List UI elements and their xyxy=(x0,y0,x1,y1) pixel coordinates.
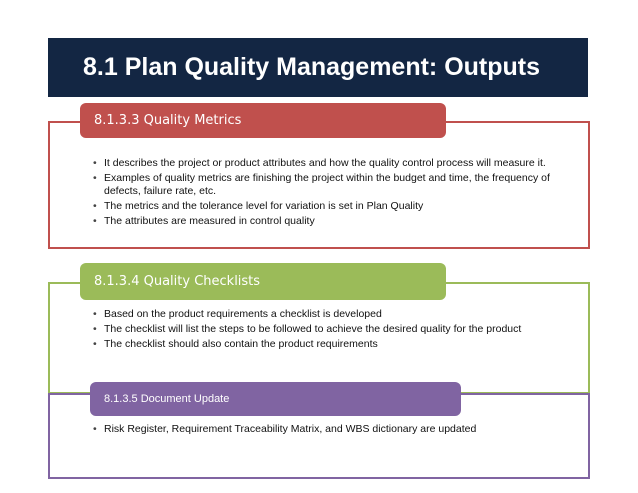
section-heading-quality-checklists: 8.1.3.4 Quality Checklists xyxy=(80,263,446,300)
bullet: Risk Register, Requirement Traceability … xyxy=(93,423,604,436)
section-quality-metrics: It describes the project or product attr… xyxy=(48,121,590,249)
title-bar: 8.1 Plan Quality Management: Outputs xyxy=(48,38,588,97)
bullet: It describes the project or product attr… xyxy=(93,157,582,170)
section-quality-checklists: Based on the product requirements a chec… xyxy=(48,282,590,394)
bullet: The attributes are measured in control q… xyxy=(93,215,582,228)
bullet: Examples of quality metrics are finishin… xyxy=(93,172,582,197)
section-heading-quality-metrics: 8.1.3.3 Quality Metrics xyxy=(80,103,446,138)
slide-title: 8.1 Plan Quality Management: Outputs xyxy=(83,53,541,81)
bullet: The checklist will list the steps to be … xyxy=(93,323,604,336)
bullet: Based on the product requirements a chec… xyxy=(93,308,604,321)
section-heading-document-update: 8.1.3.5 Document Update xyxy=(90,382,461,416)
bullet: The checklist should also contain the pr… xyxy=(93,338,604,351)
bullet: The metrics and the tolerance level for … xyxy=(93,200,582,213)
